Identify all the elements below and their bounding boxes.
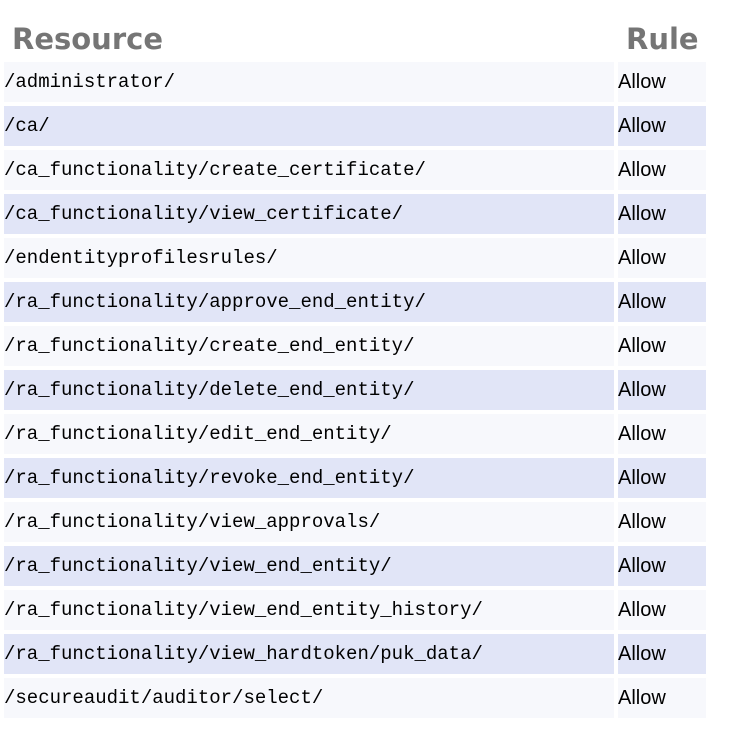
- resource-cell: /ca/: [4, 106, 614, 146]
- column-header-rule: Rule: [626, 22, 699, 56]
- rule-cell: Allow: [618, 502, 706, 542]
- resource-cell: /endentityprofilesrules/: [4, 238, 614, 278]
- resource-cell: /ra_functionality/revoke_end_entity/: [4, 458, 614, 498]
- rule-cell: Allow: [618, 326, 706, 366]
- rule-cell: Allow: [618, 370, 706, 410]
- rule-cell: Allow: [618, 150, 706, 190]
- table-row: /ca_functionality/view_certificate/Allow: [4, 194, 706, 234]
- rule-cell: Allow: [618, 106, 706, 146]
- table-row: /ca_functionality/create_certificate/All…: [4, 150, 706, 190]
- rule-cell: Allow: [618, 590, 706, 630]
- table-row: /endentityprofilesrules/Allow: [4, 238, 706, 278]
- resource-cell: /ca_functionality/create_certificate/: [4, 150, 614, 190]
- table-row: /administrator/Allow: [4, 62, 706, 102]
- table-row: /ra_functionality/revoke_end_entity/Allo…: [4, 458, 706, 498]
- table-row: /ra_functionality/delete_end_entity/Allo…: [4, 370, 706, 410]
- resource-cell: /ra_functionality/view_end_entity/: [4, 546, 614, 586]
- table-row: /ra_functionality/view_end_entity_histor…: [4, 590, 706, 630]
- resource-cell: /secureaudit/auditor/select/: [4, 678, 614, 718]
- resource-cell: /ca_functionality/view_certificate/: [4, 194, 614, 234]
- resource-cell: /ra_functionality/delete_end_entity/: [4, 370, 614, 410]
- table-row: /ra_functionality/edit_end_entity/Allow: [4, 414, 706, 454]
- table-row: /secureaudit/auditor/select/Allow: [4, 678, 706, 718]
- header-row: Resource Rule: [4, 4, 706, 58]
- rule-cell: Allow: [618, 282, 706, 322]
- table-row: /ra_functionality/view_end_entity/Allow: [4, 546, 706, 586]
- table-row: /ca/Allow: [4, 106, 706, 146]
- table-row: /ra_functionality/approve_end_entity/All…: [4, 282, 706, 322]
- rule-cell: Allow: [618, 678, 706, 718]
- rule-cell: Allow: [618, 546, 706, 586]
- resource-cell: /ra_functionality/create_end_entity/: [4, 326, 614, 366]
- resource-cell: /ra_functionality/view_approvals/: [4, 502, 614, 542]
- resource-cell: /administrator/: [4, 62, 614, 102]
- table-row: /ra_functionality/view_approvals/Allow: [4, 502, 706, 542]
- resource-cell: /ra_functionality/view_hardtoken/puk_dat…: [4, 634, 614, 674]
- rule-cell: Allow: [618, 634, 706, 674]
- resource-cell: /ra_functionality/edit_end_entity/: [4, 414, 614, 454]
- resource-cell: /ra_functionality/view_end_entity_histor…: [4, 590, 614, 630]
- rule-cell: Allow: [618, 194, 706, 234]
- rule-cell: Allow: [618, 62, 706, 102]
- table-row: /ra_functionality/create_end_entity/Allo…: [4, 326, 706, 366]
- table-body: /administrator/Allow/ca/Allow/ca_functio…: [4, 62, 706, 718]
- column-header-resource: Resource: [12, 22, 163, 56]
- table-row: /ra_functionality/view_hardtoken/puk_dat…: [4, 634, 706, 674]
- rule-cell: Allow: [618, 414, 706, 454]
- access-rules-table: Resource Rule /administrator/Allow/ca/Al…: [4, 4, 706, 718]
- table-header: Resource Rule: [4, 4, 706, 58]
- resource-cell: /ra_functionality/approve_end_entity/: [4, 282, 614, 322]
- rule-cell: Allow: [618, 238, 706, 278]
- rule-cell: Allow: [618, 458, 706, 498]
